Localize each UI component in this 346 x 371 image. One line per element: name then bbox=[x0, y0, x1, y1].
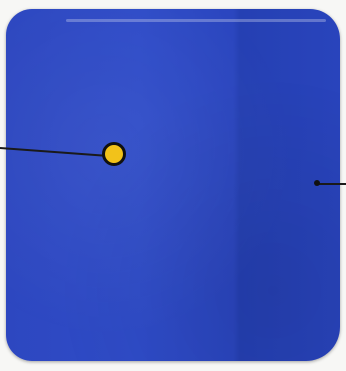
callout-marker-dot bbox=[314, 180, 320, 186]
blue-square-panel bbox=[6, 9, 340, 361]
leader-line-right bbox=[318, 183, 346, 185]
callout-marker-yellow bbox=[102, 142, 126, 166]
panel-texture bbox=[6, 9, 340, 361]
panel-top-highlight bbox=[66, 19, 326, 22]
